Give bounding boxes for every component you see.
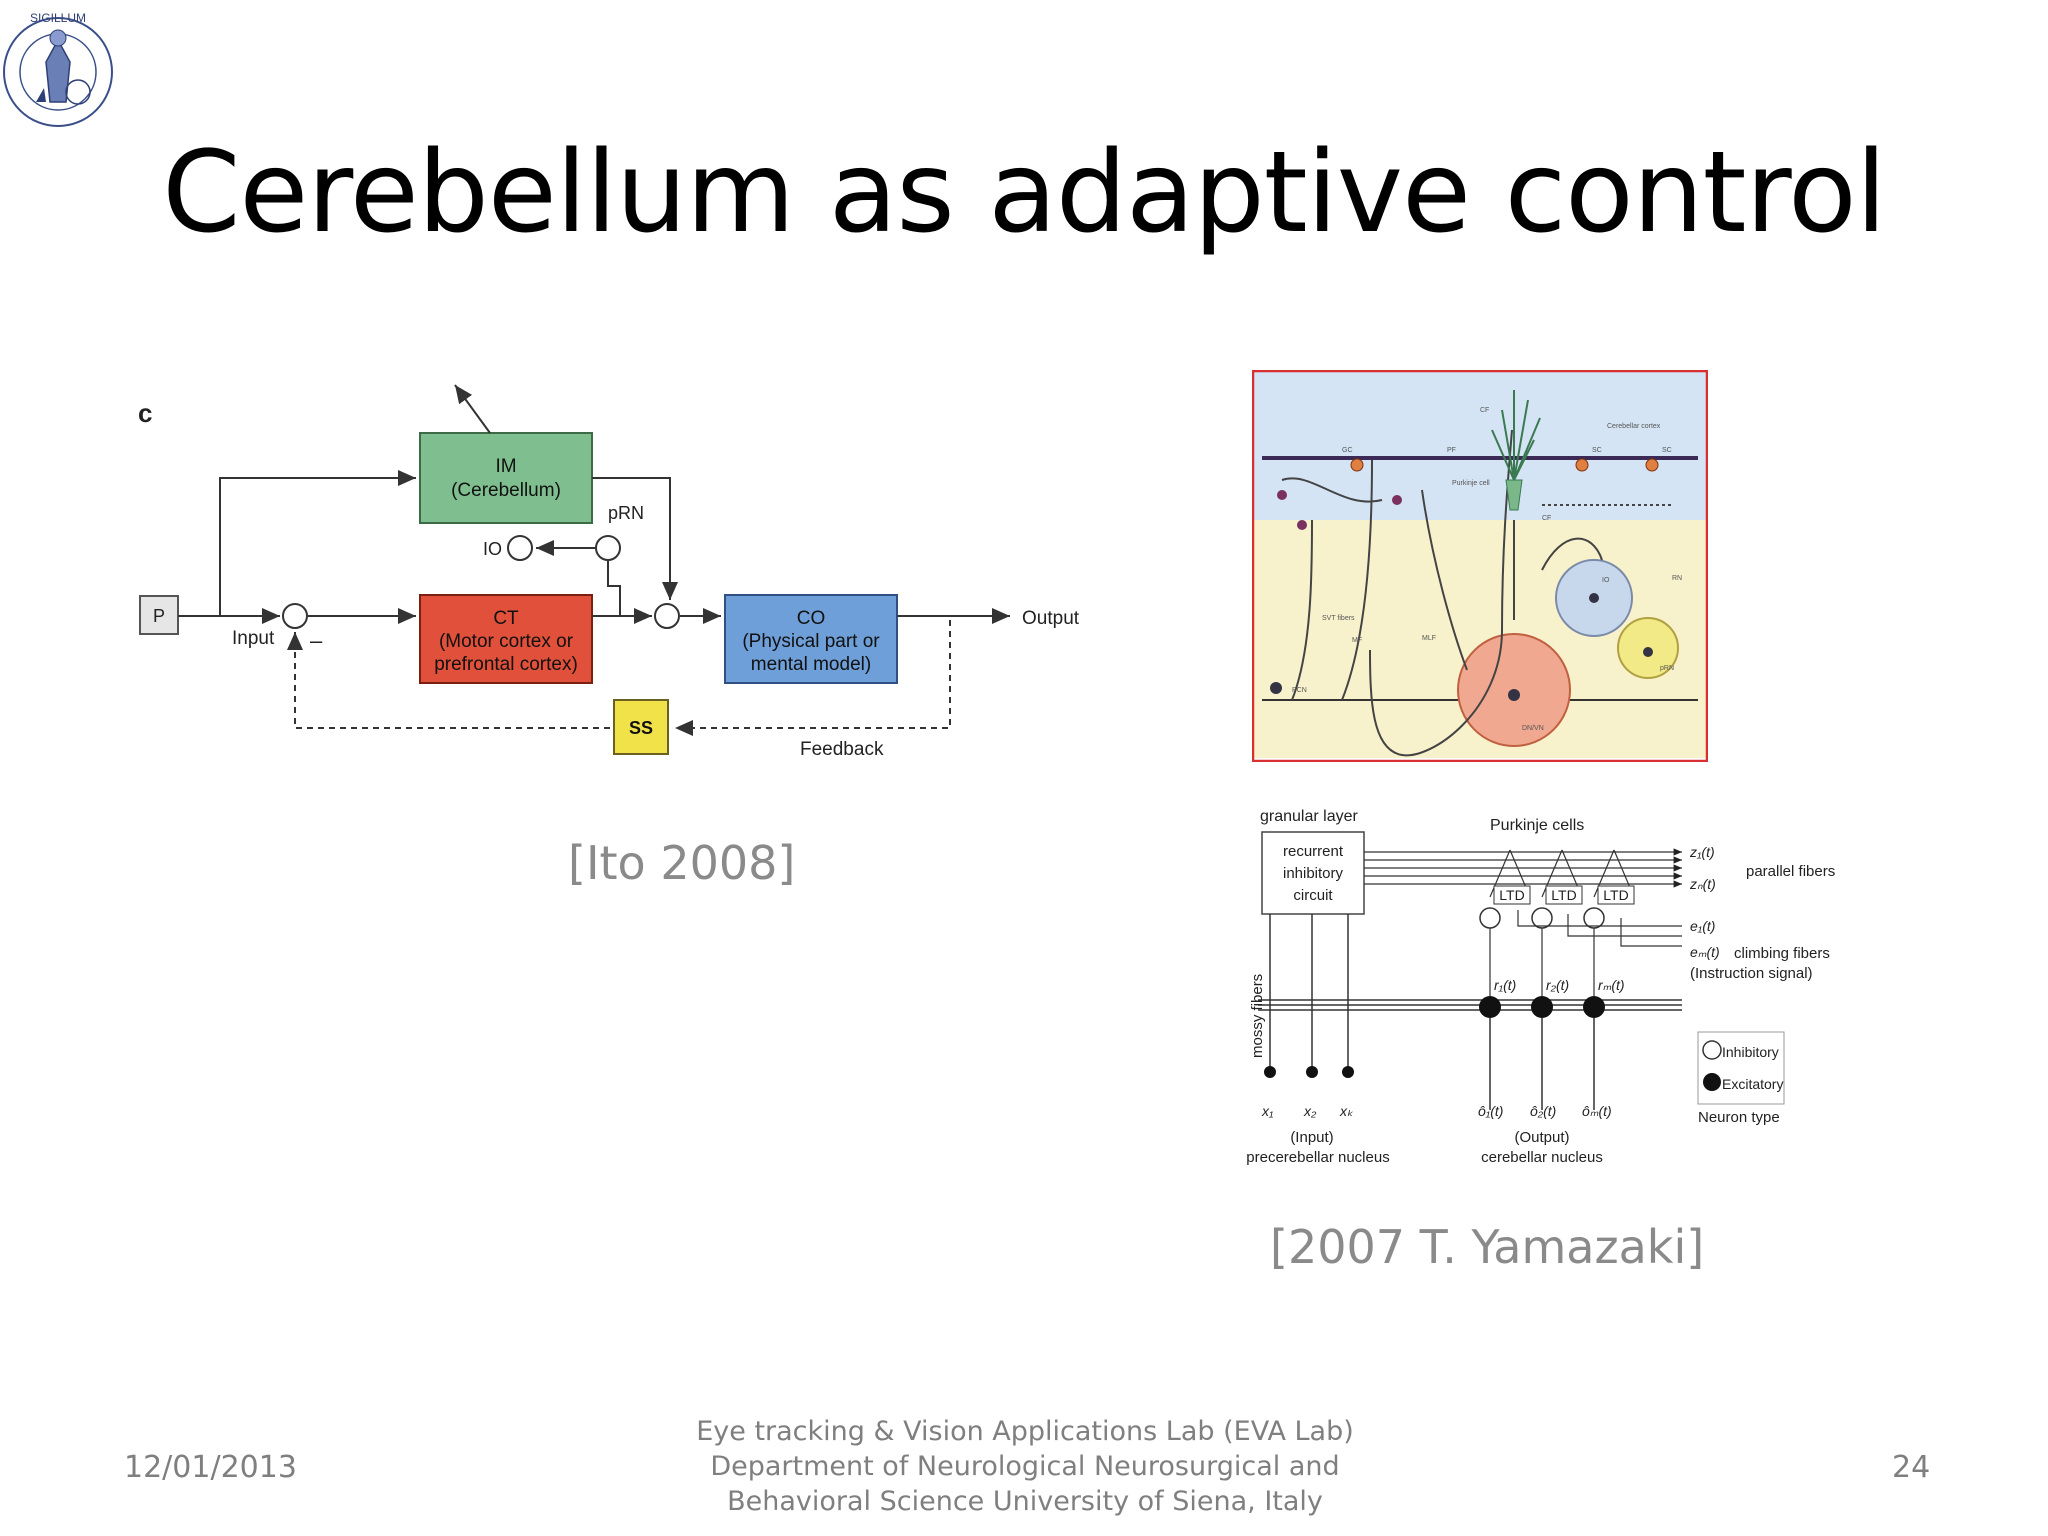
xk-label: xₖ (1339, 1103, 1354, 1119)
ltd-label-2: LTD (1551, 887, 1576, 903)
ct-title: CT (493, 608, 519, 629)
university-seal-logo: SIGILLUM (0, 0, 116, 150)
o2-label: ô₂(t) (1530, 1103, 1556, 1119)
citation-yamazaki: [2007 T. Yamazaki] (1270, 1220, 1705, 1274)
footer-date: 12/01/2013 (124, 1450, 297, 1485)
cerebellar-anatomy-illustration: Cerebellar cortex GC PF CF SC SC Purkinj… (1251, 369, 1709, 763)
svg-text:CF: CF (1542, 515, 1551, 522)
rm-label: rₘ(t) (1598, 977, 1625, 993)
page-number: 24 (1892, 1450, 1931, 1485)
svg-text:pRN: pRN (1660, 665, 1674, 672)
input-paren-label: (Input) (1290, 1129, 1333, 1146)
svg-text:inhibitory: inhibitory (1283, 865, 1344, 882)
svg-text:Cerebellar cortex: Cerebellar cortex (1607, 423, 1661, 430)
prn-label: pRN (608, 503, 644, 523)
svg-text:IO: IO (1602, 577, 1610, 584)
x2-label: x₂ (1303, 1103, 1317, 1119)
input-label: Input (232, 628, 275, 649)
im-box (419, 432, 593, 524)
panel-letter: c (138, 398, 152, 428)
slide-title: Cerebellum as adaptive control (162, 128, 1887, 258)
svg-text:PCN: PCN (1292, 687, 1307, 694)
ito-control-diagram: c IM (Cerebellum) CT (Motor cortex or pr… (120, 370, 1120, 780)
recurrent-circuit-box (1261, 831, 1365, 915)
ct-sub2: prefrontal cortex) (434, 654, 578, 675)
svg-text:circuit: circuit (1293, 887, 1333, 904)
instruction-label: (Instruction signal) (1690, 965, 1813, 982)
cerebellar-nucleus-label: cerebellar nucleus (1481, 1149, 1603, 1166)
purkinje-label: Purkinje cells (1490, 817, 1584, 834)
co-sub1: (Physical part or (742, 631, 880, 652)
climbing-fibers-label: climbing fibers (1734, 945, 1830, 962)
co-title: CO (797, 608, 826, 629)
footer-lab-info: Eye tracking & Vision Applications Lab (… (696, 1416, 1354, 1517)
o1-label: ô₁(t) (1478, 1103, 1503, 1119)
granular-layer-label: granular layer (1260, 808, 1359, 825)
p-label: P (153, 606, 165, 626)
output-paren-label: (Output) (1514, 1129, 1569, 1146)
x1-label: x₁ (1261, 1103, 1274, 1119)
prn-node (595, 535, 621, 561)
mossy-fibers-label: mossy fibers (1249, 974, 1266, 1058)
om-label: ôₘ(t) (1582, 1103, 1612, 1119)
legend-excitatory: Excitatory (1722, 1076, 1783, 1092)
ct-sub1: (Motor cortex or (439, 631, 574, 652)
svg-text:SIGILLUM: SIGILLUM (30, 11, 86, 25)
svg-text:RN: RN (1672, 575, 1682, 582)
ss-box (613, 699, 669, 755)
svg-text:DN/VN: DN/VN (1522, 725, 1544, 732)
r1-label: r₁(t) (1494, 977, 1516, 993)
svg-text:CF: CF (1480, 407, 1489, 414)
svg-text:GC: GC (1342, 447, 1353, 454)
ss-label: SS (629, 718, 653, 738)
im-sub: (Cerebellum) (451, 480, 561, 501)
svg-text:recurrent: recurrent (1283, 843, 1344, 860)
z1-label: z₁(t) (1689, 844, 1715, 860)
io-label: IO (483, 539, 502, 559)
svg-text:SC: SC (1662, 447, 1672, 454)
svg-text:SC: SC (1592, 447, 1602, 454)
svg-text:MLF: MLF (1422, 635, 1436, 642)
output-sum-node (654, 603, 680, 629)
ltd-label-3: LTD (1603, 887, 1628, 903)
feedback-label: Feedback (800, 739, 884, 760)
minus-label: – (310, 628, 323, 653)
output-label: Output (1022, 608, 1080, 629)
svg-text:SVT fibers: SVT fibers (1322, 615, 1355, 622)
precerebellar-label: precerebellar nucleus (1246, 1149, 1389, 1166)
zn-label: zₙ(t) (1689, 876, 1716, 892)
citation-ito: [Ito 2008] (568, 836, 796, 890)
io-node (507, 535, 533, 561)
legend-inhibitory: Inhibitory (1722, 1044, 1779, 1060)
co-box (724, 594, 898, 684)
ct-box (419, 594, 593, 684)
r2-label: r₂(t) (1546, 977, 1569, 993)
svg-text:MF: MF (1352, 637, 1362, 644)
em-label: eₘ(t) (1690, 944, 1720, 960)
legend-neuron-type: Neuron type (1698, 1109, 1780, 1126)
co-sub2: mental model) (751, 654, 871, 675)
e1-label: e₁(t) (1690, 918, 1715, 934)
parallel-fibers-label: parallel fibers (1746, 863, 1835, 880)
input-sum-node (282, 603, 308, 629)
svg-text:Purkinje cell: Purkinje cell (1452, 480, 1490, 487)
svg-text:PF: PF (1447, 447, 1456, 454)
im-title: IM (495, 456, 516, 477)
yamazaki-network-schematic: granular layer recurrent inhibitory circ… (1238, 800, 1878, 1170)
ltd-label-1: LTD (1499, 887, 1524, 903)
